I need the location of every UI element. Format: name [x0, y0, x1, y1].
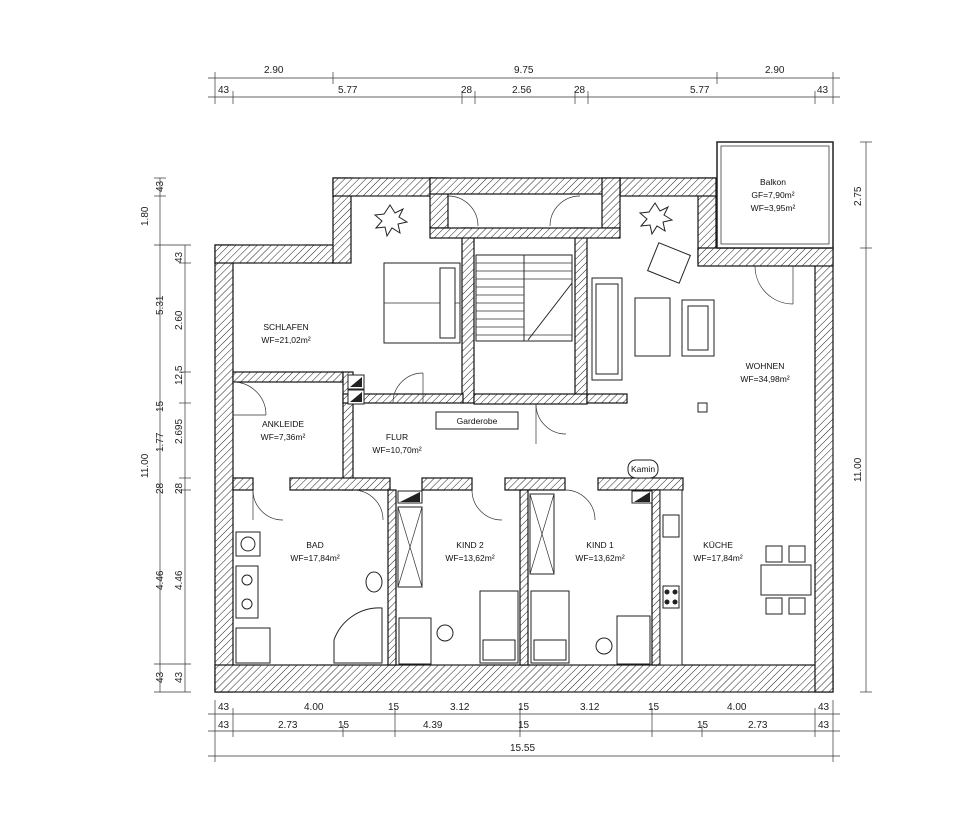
dim-right-1100: 11.00: [853, 457, 864, 482]
dim-left-in-43: 43: [174, 251, 185, 263]
flur-area: WF=10,70m²: [372, 445, 422, 455]
furniture: [235, 202, 812, 666]
dim-left-1100: 11.00: [140, 453, 151, 478]
bad-area: WF=17,84m²: [290, 553, 340, 563]
balkon-wf: WF=3,95m²: [751, 203, 796, 213]
dim-bot-3: 15: [388, 702, 400, 713]
kamin-label: Kamin: [631, 464, 655, 474]
garderobe-label: Garderobe: [457, 416, 498, 426]
dim-bot-1: 43: [218, 702, 230, 713]
balcony: [716, 141, 834, 249]
dim-left-in-15: 15: [155, 400, 166, 412]
dim-right-275: 2.75: [853, 186, 864, 206]
dim-bot2-7: 2.73: [748, 720, 768, 731]
bad-name: BAD: [306, 540, 323, 550]
dim-left-in-28a: 28: [155, 482, 166, 494]
dim-top-1: 2.90: [264, 65, 284, 76]
schlafen-name: SCHLAFEN: [263, 322, 308, 332]
dim-left-180: 1.80: [140, 206, 151, 226]
room-labels: SCHLAFEN WF=21,02m² ANKLEIDE WF=7,36m² F…: [261, 177, 796, 563]
schlafen-area: WF=21,02m²: [261, 335, 311, 345]
kueche-area: WF=17,84m²: [693, 553, 743, 563]
dim-left-531: 5.31: [155, 295, 166, 315]
dim-left-in-125: 12,5: [174, 365, 185, 385]
dim-top2-1: 43: [218, 85, 230, 96]
doors: [232, 195, 794, 521]
kind2-name: KIND 2: [456, 540, 484, 550]
balkon-name: Balkon: [760, 177, 786, 187]
wohnen-area: WF=34,98m²: [740, 374, 790, 384]
dimension-left: 43 1.80 5.31 11.00 43 43 2.60 12,5 15 2.…: [140, 177, 191, 693]
dim-bot2-8: 43: [818, 720, 830, 731]
dim-top2-2: 5.77: [338, 85, 358, 96]
dim-left-in-28b: 28: [174, 482, 185, 494]
dimension-top: 2.90 9.75 2.90 43 5.77 28 2.56 28 5.77 4…: [208, 65, 840, 104]
dim-bot-total: 15.55: [510, 743, 535, 754]
dim-top2-4: 2.56: [512, 85, 532, 96]
dim-bot2-3: 15: [338, 720, 350, 731]
dim-bot-9: 43: [818, 702, 830, 713]
dim-top2-3: 28: [461, 85, 473, 96]
dimension-bottom: 43 4.00 15 3.12 15 3.12 15 4.00 43 43 2.…: [208, 700, 840, 762]
flur-name: FLUR: [386, 432, 408, 442]
dim-bot-7: 15: [648, 702, 660, 713]
dim-left-43a: 43: [155, 180, 166, 192]
dim-bot2-5: 15: [518, 720, 530, 731]
dim-left-in-260: 2.60: [174, 310, 185, 330]
staircase: [475, 254, 573, 342]
kind1-name: KIND 1: [586, 540, 614, 550]
dim-top-2: 9.75: [514, 65, 534, 76]
ankleide-name: ANKLEIDE: [262, 419, 304, 429]
dim-top2-5: 28: [574, 85, 586, 96]
kind1-area: WF=13,62m²: [575, 553, 625, 563]
dim-bot-5: 15: [518, 702, 530, 713]
ankleide-area: WF=7,36m²: [261, 432, 306, 442]
dim-bot2-4: 4.39: [423, 720, 443, 731]
dim-left-in-446b: 4.46: [174, 570, 185, 590]
dim-bot2-6: 15: [697, 720, 709, 731]
wohnen-name: WOHNEN: [746, 361, 785, 371]
dim-top2-7: 43: [817, 85, 829, 96]
dimension-right: 2.75 11.00: [853, 141, 872, 693]
balkon-gf: GF=7,90m²: [751, 190, 794, 200]
dim-left-in-43c: 43: [174, 671, 185, 683]
dim-bot2-1: 43: [218, 720, 230, 731]
dim-bot-4: 3.12: [450, 702, 470, 713]
dim-bot-8: 4.00: [727, 702, 747, 713]
windows: [255, 177, 834, 693]
dim-top2-6: 5.77: [690, 85, 710, 96]
dim-bot2-2: 2.73: [278, 720, 298, 731]
kueche-name: KÜCHE: [703, 540, 733, 550]
kind2-area: WF=13,62m²: [445, 553, 495, 563]
dim-top-3: 2.90: [765, 65, 785, 76]
walls: [214, 177, 834, 693]
dim-left-in-2695: 2.695: [174, 419, 185, 444]
dim-left-in-177: 1.77: [155, 432, 166, 452]
dim-bot-6: 3.12: [580, 702, 600, 713]
dim-left-in-446a: 4.46: [155, 570, 166, 590]
dim-left-43b: 43: [155, 671, 166, 683]
dim-bot-2: 4.00: [304, 702, 324, 713]
